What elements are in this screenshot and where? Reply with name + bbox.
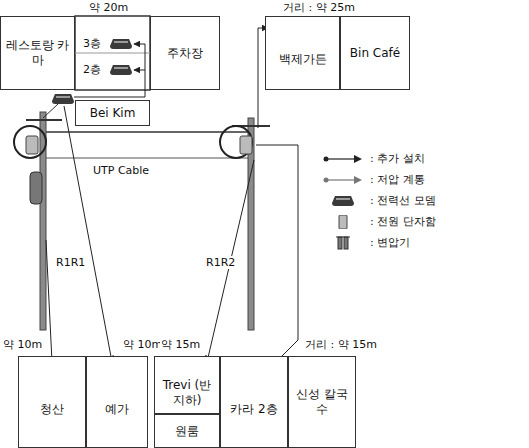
plc-modem bbox=[110, 39, 132, 49]
building-name: 예가 bbox=[105, 402, 129, 417]
legend-text: : 저압 계통 bbox=[370, 172, 425, 187]
part-label: UTP Cable bbox=[92, 164, 150, 177]
legend-text: : 전력선 모뎀 bbox=[370, 193, 436, 208]
distance-label: 거리 : 약 25m bbox=[282, 1, 356, 14]
legend-row: : 전원 단자함 bbox=[322, 211, 436, 232]
building-box: Bin Café bbox=[340, 16, 410, 90]
install-arrow bbox=[134, 70, 145, 71]
utp-cable bbox=[46, 158, 248, 159]
building-box: 예가 bbox=[86, 356, 148, 448]
cross-arm bbox=[26, 119, 62, 121]
install-arrow bbox=[256, 145, 298, 362]
building-box: 신성 칼국수 bbox=[288, 356, 356, 448]
building-name: 백제가든 bbox=[279, 52, 327, 67]
building-box: 주차장 bbox=[150, 16, 220, 90]
legend-text: : 추가 설치 bbox=[370, 151, 425, 166]
legend-row: : 전력선 모뎀 bbox=[322, 190, 436, 211]
building-name: 원룸 bbox=[175, 424, 199, 439]
legend: : 추가 설치 : 저압 계통 : 전력선 모뎀 : 전원 단자함 : 변압기 bbox=[322, 148, 436, 253]
plc-modem bbox=[110, 65, 132, 75]
zoom-circle bbox=[220, 126, 252, 158]
legend-sample bbox=[322, 194, 364, 208]
building-box: 원룸 bbox=[154, 414, 220, 448]
floor-divider bbox=[75, 53, 150, 54]
building-name: 레스토랑 카마 bbox=[4, 38, 71, 68]
legend-sample bbox=[322, 173, 364, 187]
legend-sample bbox=[322, 215, 364, 229]
distance-label: 거리 : 약 15m bbox=[304, 338, 378, 351]
building-box: Bei Kim bbox=[75, 100, 150, 126]
part-label: R1R1 bbox=[55, 256, 86, 269]
part-label: 2층 bbox=[82, 63, 102, 76]
building-name: 주차장 bbox=[167, 46, 203, 61]
legend-text: : 전원 단자함 bbox=[370, 214, 436, 229]
legend-row: : 추가 설치 bbox=[322, 148, 436, 169]
feed-wire bbox=[43, 104, 58, 118]
distance-label: 약 10m bbox=[2, 338, 43, 351]
building-name: Bin Café bbox=[350, 46, 400, 61]
building-name: 신성 칼국수 bbox=[292, 387, 352, 417]
transformer bbox=[30, 172, 42, 204]
part-label: 3층 bbox=[82, 37, 102, 50]
install-arrow bbox=[74, 44, 145, 97]
install-arrow bbox=[46, 240, 52, 362]
distance-label: 약 20m bbox=[88, 1, 129, 14]
building-box: 카라 2층 bbox=[220, 356, 288, 448]
building-box: 백제가든 bbox=[265, 16, 340, 90]
building-name: 카라 2층 bbox=[230, 402, 277, 417]
install-arrow bbox=[64, 106, 112, 362]
building-box: 청산 bbox=[18, 356, 86, 448]
zoom-circle bbox=[14, 126, 46, 158]
part-label: R1R2 bbox=[205, 256, 236, 269]
distance-label: 약 15m bbox=[160, 338, 201, 351]
building-box: 레스토랑 카마 bbox=[0, 16, 75, 90]
legend-text: : 변압기 bbox=[370, 235, 410, 250]
distance-label: 약 10m bbox=[122, 338, 163, 351]
legend-sample bbox=[322, 236, 364, 250]
terminal-box bbox=[26, 136, 38, 154]
building-name: Trevi (반지하) bbox=[158, 378, 216, 408]
terminal-box bbox=[240, 136, 252, 154]
legend-sample bbox=[322, 152, 364, 166]
building-box: Trevi (반지하) bbox=[154, 356, 220, 414]
building-name: 청산 bbox=[40, 402, 64, 417]
floor-region bbox=[75, 16, 150, 90]
plc-modem bbox=[52, 94, 74, 104]
building-name: Bei Kim bbox=[90, 106, 136, 121]
legend-row: : 저압 계통 bbox=[322, 169, 436, 190]
power-line bbox=[46, 131, 248, 133]
legend-row: : 변압기 bbox=[322, 232, 436, 253]
